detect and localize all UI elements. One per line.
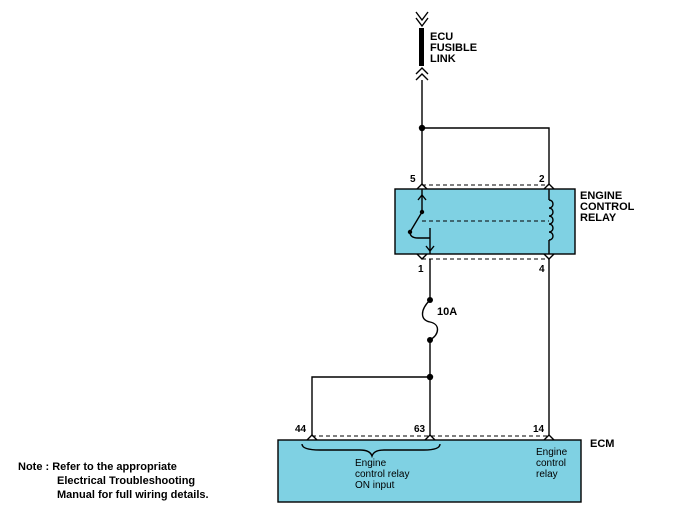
relay-pin-1: 1 <box>418 264 424 275</box>
relay-pin-2: 2 <box>539 174 545 185</box>
relay-label-1: ENGINE <box>580 190 622 202</box>
supply-wires <box>418 80 550 185</box>
engine-control-relay <box>394 183 576 260</box>
relay-label-2: CONTROL <box>580 201 635 213</box>
fusible-link-label-2: FUSIBLE <box>430 42 477 54</box>
ecm-pin-44: 44 <box>295 424 307 435</box>
ecm-label: ECM <box>590 438 614 450</box>
fuse-rating: 10A <box>437 306 457 318</box>
fusible-link-label-1: ECU <box>430 31 453 43</box>
relay-pin-5: 5 <box>410 174 416 185</box>
ecm-pin-63: 63 <box>414 424 426 435</box>
ecm-relay-label-3: relay <box>536 469 558 480</box>
ecm-input-label-1: Engine <box>355 458 387 469</box>
note-line-1: Note : Refer to the appropriate <box>18 461 177 473</box>
relay-pin-4: 4 <box>539 264 545 275</box>
ecm-block <box>277 434 582 503</box>
ecm-input-label-2: control relay <box>355 469 409 480</box>
fusible-link-label-3: LINK <box>430 53 456 65</box>
relay-label-3: RELAY <box>580 212 617 224</box>
ecm-relay-label-2: control <box>536 458 566 469</box>
fuse-wires <box>311 259 439 436</box>
note-line-3: Manual for full wiring details. <box>57 489 209 501</box>
ecm-input-label-3: ON input <box>355 480 395 491</box>
note: Note : Refer to the appropriate Electric… <box>18 460 209 502</box>
ecm-relay-label-1: Engine <box>536 447 568 458</box>
note-line-2: Electrical Troubleshooting <box>57 475 196 487</box>
ecm-pin-14: 14 <box>533 424 545 435</box>
fuse-symbol <box>421 299 439 341</box>
fusible-link-symbol <box>415 11 429 81</box>
